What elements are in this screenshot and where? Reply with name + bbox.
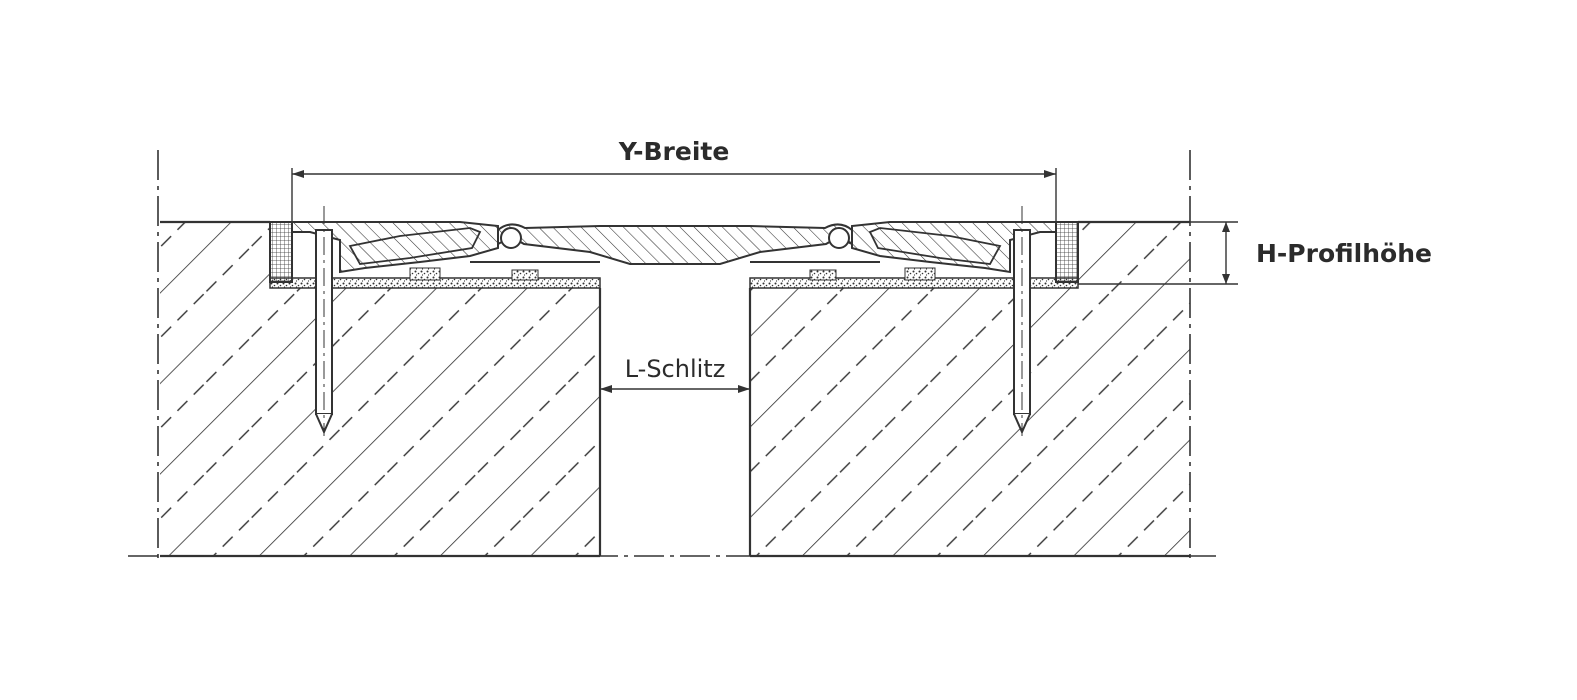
- width-label: Y-Breite: [618, 137, 730, 166]
- center-profile-insert: [497, 223, 853, 265]
- section-break-lines: [128, 150, 1222, 564]
- right-profile-flange: [750, 221, 1057, 274]
- slot-dimension: [600, 385, 750, 393]
- left-seal-block: [269, 221, 293, 283]
- width-dimension: [291, 168, 1057, 222]
- height-dimension: [1078, 221, 1238, 285]
- left-anchor-bolt: [315, 206, 333, 436]
- right-seal-block: [1055, 221, 1079, 283]
- left-profile-flange: [291, 221, 600, 274]
- right-anchor-bolt: [1013, 206, 1031, 436]
- slot-label: L-Schlitz: [625, 355, 726, 383]
- height-label: H-Profilhöhe: [1256, 239, 1432, 268]
